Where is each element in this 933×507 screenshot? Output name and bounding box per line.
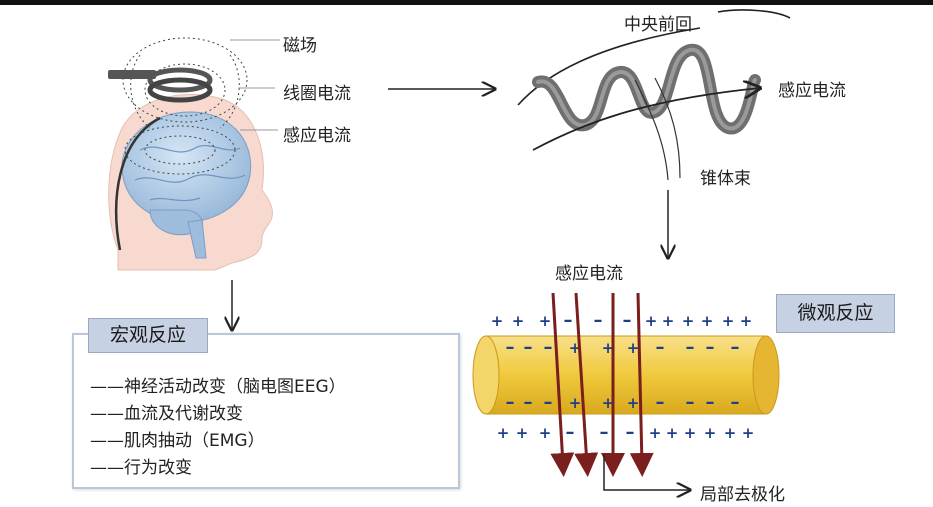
negative-charge: – <box>524 392 533 413</box>
negative-charge: – <box>566 422 575 443</box>
positive-charge: + <box>497 424 510 442</box>
negative-charge: – <box>706 337 715 358</box>
positive-charge: + <box>516 424 529 442</box>
current-arrow <box>574 292 599 477</box>
current-arrow <box>550 292 575 477</box>
positive-charge: + <box>539 312 552 330</box>
positive-charge: + <box>701 312 714 330</box>
negative-charge: – <box>564 310 573 331</box>
negative-charge: – <box>600 422 609 443</box>
negative-charge: – <box>544 337 553 358</box>
top-border <box>0 0 933 5</box>
positive-charge: + <box>740 312 753 330</box>
negative-charge: – <box>524 337 533 358</box>
macro-reaction-title: 宏观反应 <box>88 318 208 353</box>
negative-charge: – <box>544 392 553 413</box>
negative-charge: – <box>623 310 632 331</box>
magnetic-field-label: 磁场 <box>283 36 317 56</box>
axon-illustration <box>472 335 780 415</box>
axon-induced-current-label: 感应电流 <box>555 264 623 284</box>
precentral-gyrus-label: 中央前回 <box>624 15 692 35</box>
cortex-illustration <box>517 9 791 181</box>
negative-charge: – <box>686 392 695 413</box>
positive-charge: + <box>539 424 552 442</box>
positive-charge: + <box>512 312 525 330</box>
membrane-charges: +++–––++++++–––+++–––––––+++––––+++–––++… <box>491 310 755 443</box>
induced-current-arrows <box>550 292 654 477</box>
negative-charge: – <box>506 392 515 413</box>
pyramidal-tract-label: 锥体束 <box>700 169 751 189</box>
arrow-to-depolarization <box>603 455 690 490</box>
negative-charge: – <box>506 337 515 358</box>
positive-charge: + <box>662 312 675 330</box>
positive-charge: + <box>602 394 615 412</box>
positive-charge: + <box>724 424 737 442</box>
macro-item-behavior: ——行为改变 <box>90 458 192 478</box>
positive-charge: + <box>704 424 717 442</box>
positive-charge: + <box>684 424 697 442</box>
cortex-induced-current-label: 感应电流 <box>778 81 846 101</box>
positive-charge: + <box>569 394 582 412</box>
negative-charge: – <box>731 392 740 413</box>
positive-charge: + <box>649 424 662 442</box>
head-induced-current-label: 感应电流 <box>283 126 351 146</box>
positive-charge: + <box>627 394 640 412</box>
current-arrow <box>629 292 654 477</box>
negative-charge: – <box>731 337 740 358</box>
macro-reaction-box <box>72 333 460 489</box>
coil-current-label: 线圈电流 <box>283 84 351 104</box>
macro-item-eeg: ——神经活动改变（脑电图EEG） <box>90 377 346 397</box>
positive-charge: + <box>627 339 640 357</box>
negative-charge: – <box>686 337 695 358</box>
negative-charge: – <box>656 337 665 358</box>
head-illustration <box>108 37 280 271</box>
micro-reaction-title: 微观反应 <box>776 294 895 333</box>
positive-charge: + <box>722 312 735 330</box>
negative-charge: – <box>626 422 635 443</box>
local-depolarization-label: 局部去极化 <box>700 485 785 505</box>
macro-item-blood-flow: ——血流及代谢改变 <box>90 404 243 424</box>
positive-charge: + <box>666 424 679 442</box>
negative-charge: – <box>594 310 603 331</box>
macro-item-emg: ——肌肉抽动（EMG） <box>90 431 265 451</box>
positive-charge: + <box>682 312 695 330</box>
negative-charge: – <box>706 392 715 413</box>
negative-charge: – <box>656 392 665 413</box>
positive-charge: + <box>602 339 615 357</box>
positive-charge: + <box>742 424 755 442</box>
positive-charge: + <box>491 312 504 330</box>
positive-charge: + <box>645 312 658 330</box>
